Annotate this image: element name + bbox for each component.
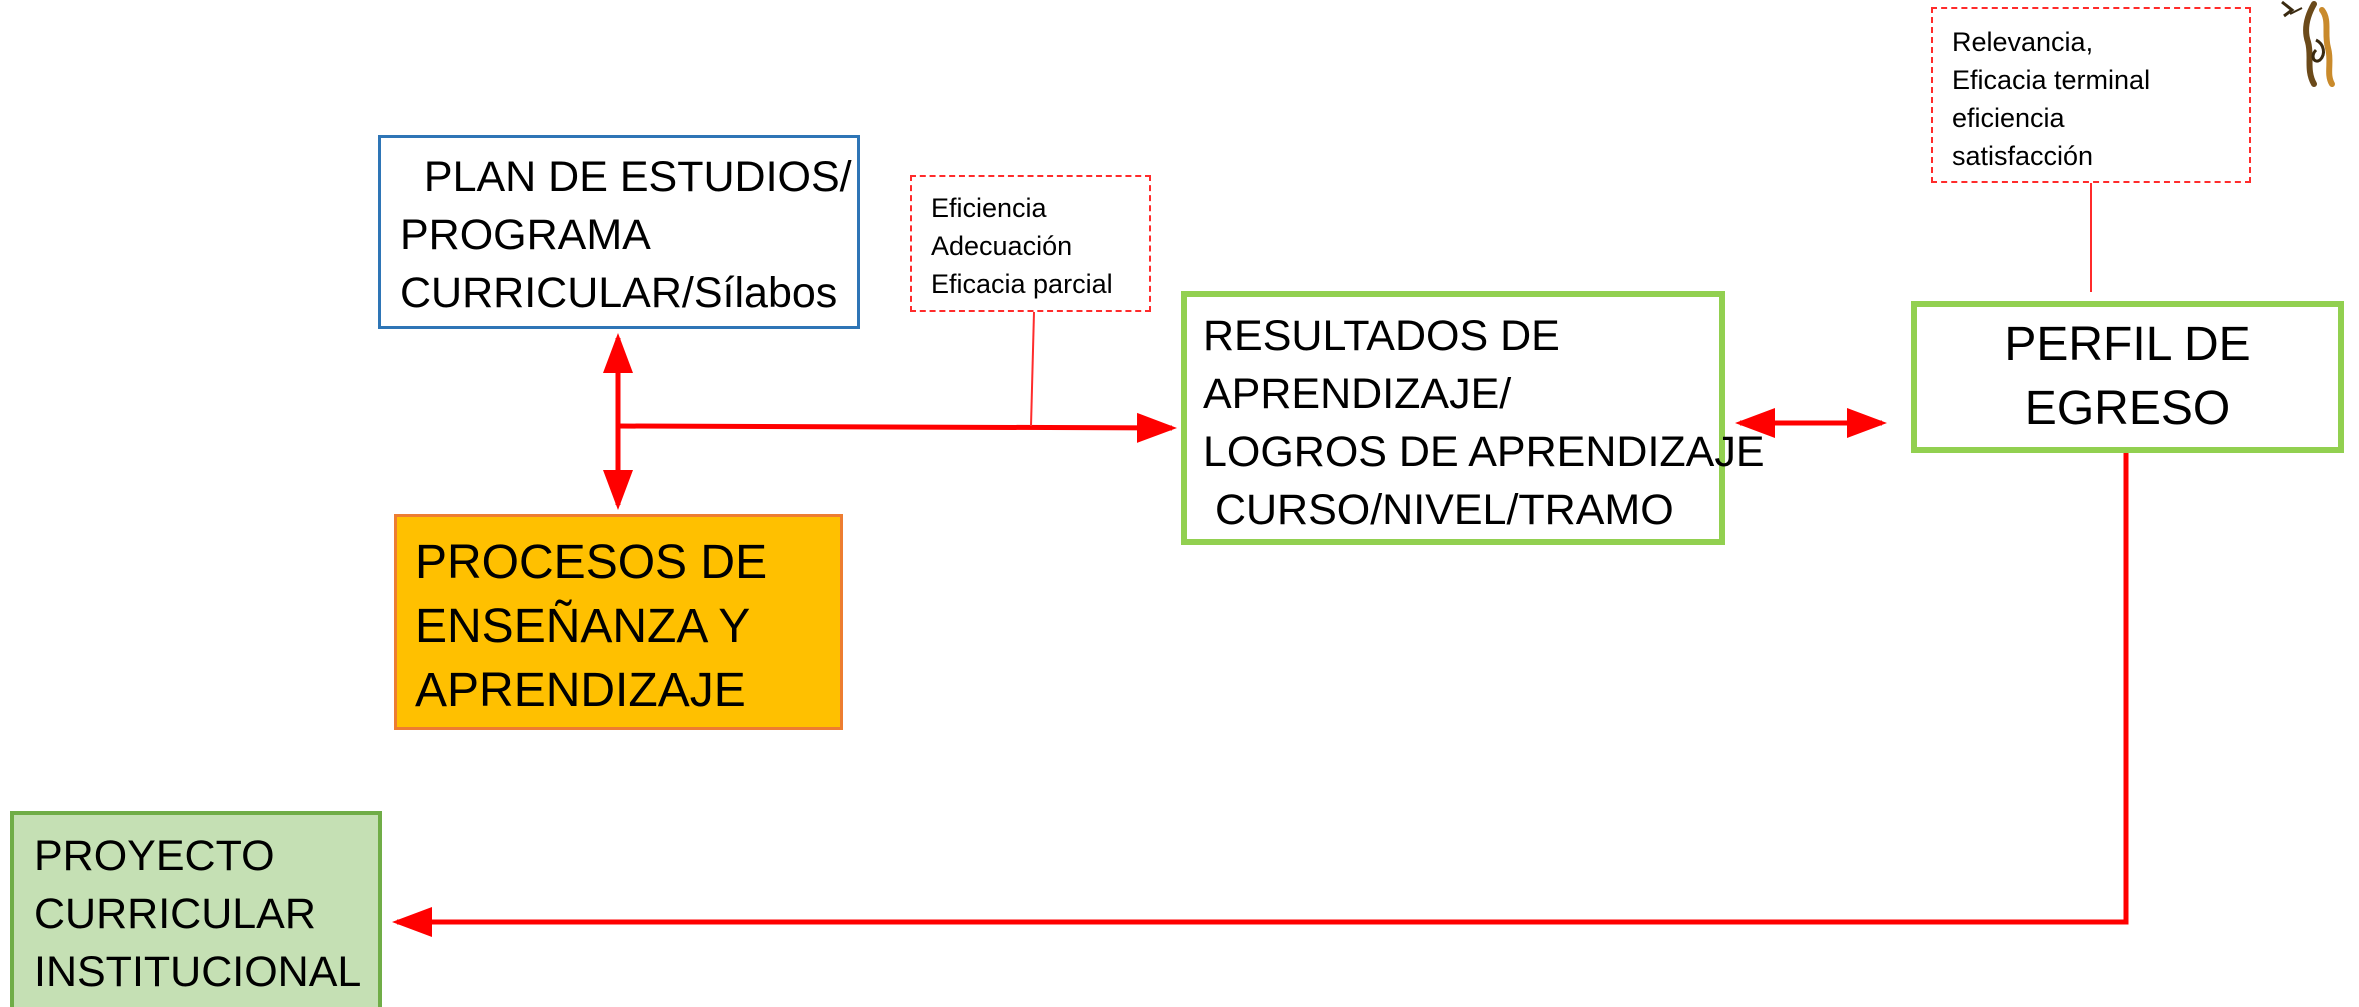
- mascot-figure-icon: [2281, 0, 2335, 87]
- perfil-de-egreso-box: PERFIL DE EGRESO: [1911, 301, 2344, 453]
- perfil-de-egreso-label: PERFIL DE EGRESO: [2004, 318, 2251, 435]
- procesos-label: PROCESOS DE ENSEÑANZA Y APRENDIZAJE: [415, 536, 768, 717]
- proyecto-curricular-label: PROYECTO CURRICULAR INSTITUCIONAL: [34, 832, 362, 996]
- edge-note-eficiencia: [1030, 311, 1035, 427]
- resultados-label: RESULTADOS DE APRENDIZAJE/ LOGROS DE APR…: [1203, 312, 1765, 534]
- edge-to-resultados: [617, 412, 1177, 443]
- plan-de-estudios-label: PLAN DE ESTUDIOS/ PROGRAMA CURRICULAR/Sí…: [400, 153, 852, 317]
- resultados-box: RESULTADOS DE APRENDIZAJE/ LOGROS DE APR…: [1181, 291, 1765, 545]
- procesos-box: PROCESOS DE ENSEÑANZA Y APRENDIZAJE: [394, 514, 843, 730]
- edge-perfil-proyecto: [392, 453, 2129, 937]
- note-relevancia-text: Relevancia, Eficacia terminal eficiencia…: [1952, 27, 2151, 171]
- plan-de-estudios-box: PLAN DE ESTUDIOS/ PROGRAMA CURRICULAR/Sí…: [378, 135, 860, 329]
- note-eficiencia: Eficiencia Adecuación Eficacia parcial: [910, 175, 1151, 312]
- note-relevancia: Relevancia, Eficacia terminal eficiencia…: [1931, 7, 2251, 183]
- note-eficiencia-text: Eficiencia Adecuación Eficacia parcial: [931, 193, 1113, 299]
- proyecto-curricular-box: PROYECTO CURRICULAR INSTITUCIONAL: [10, 811, 382, 1007]
